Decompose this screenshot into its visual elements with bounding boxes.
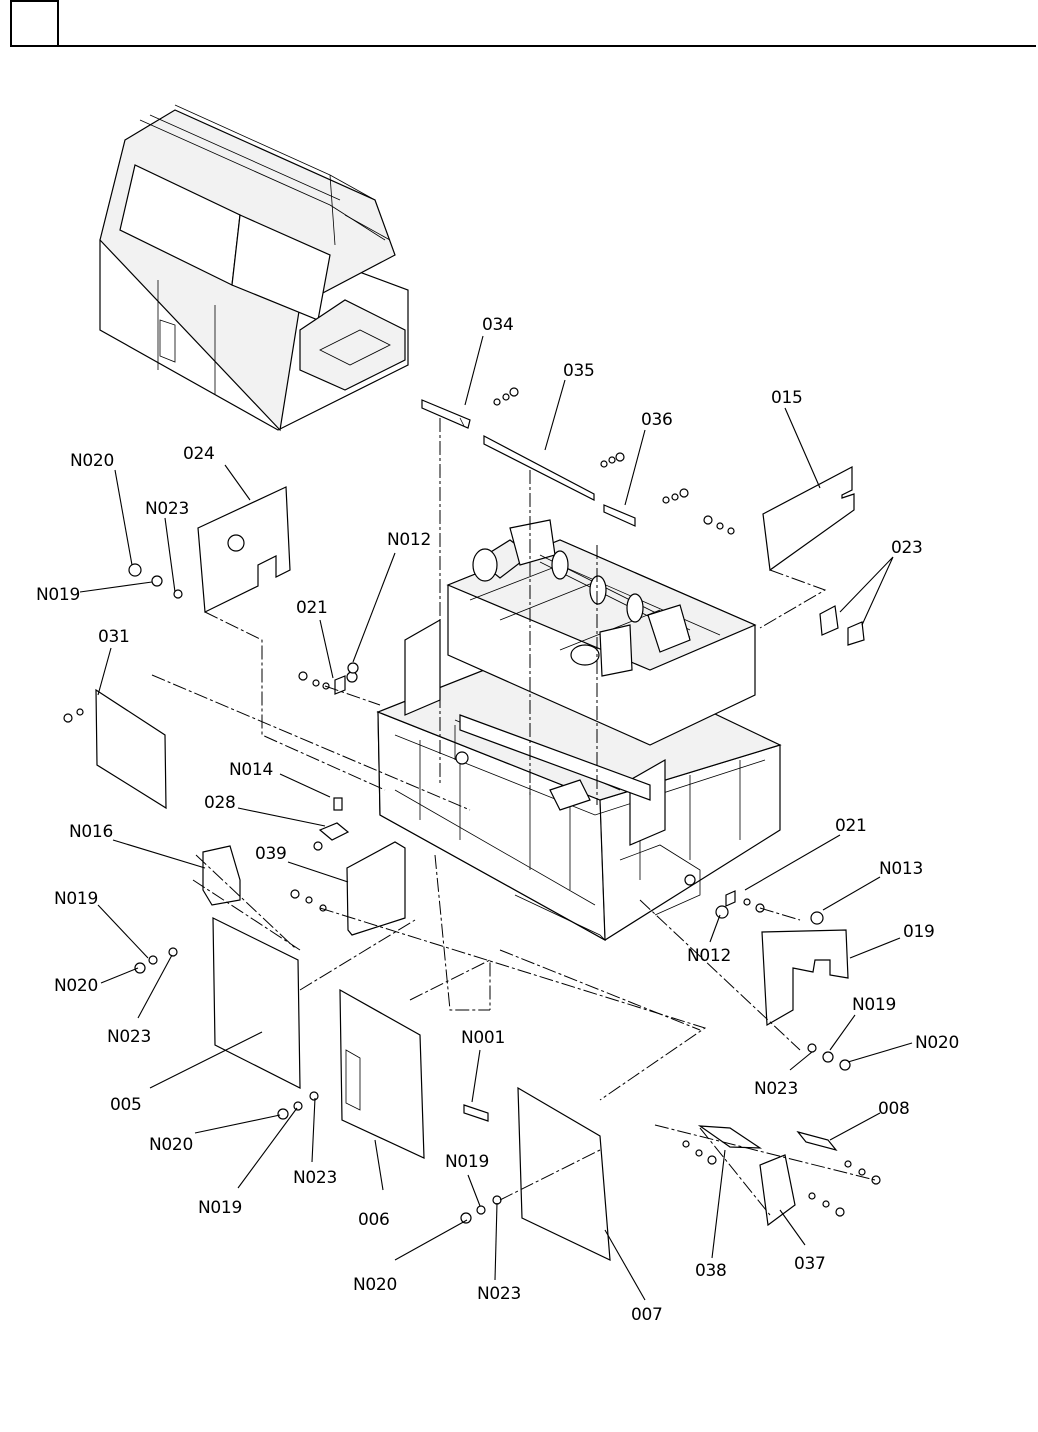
label-n020-e: N020: [353, 1275, 397, 1295]
header-box: [11, 1, 58, 46]
label-037: 037: [794, 1254, 826, 1274]
label-n023-b: N023: [754, 1079, 798, 1099]
label-n016: N016: [69, 822, 113, 842]
label-023: 023: [891, 538, 923, 558]
main-frame-assembly: [378, 520, 780, 940]
bracket-036: [604, 505, 635, 526]
label-028: 028: [204, 793, 236, 813]
label-n019-b: N019: [852, 995, 896, 1015]
label-n020-c: N020: [54, 976, 98, 996]
bracket-038: [700, 1126, 760, 1148]
label-n023-c: N023: [107, 1027, 151, 1047]
panel-005: [213, 918, 300, 1088]
label-005: 005: [110, 1095, 142, 1115]
label-034: 034: [482, 315, 514, 335]
label-n023-a: N023: [145, 499, 189, 519]
label-n012-a: N012: [387, 530, 431, 550]
label-n019-c: N019: [54, 889, 98, 909]
label-n023-d: N023: [293, 1168, 337, 1188]
bracket-037: [760, 1155, 795, 1225]
label-n020-d: N020: [149, 1135, 193, 1155]
label-024: 024: [183, 444, 215, 464]
bracket-023a: [820, 606, 838, 635]
panel-006: [340, 990, 424, 1158]
label-019: 019: [903, 922, 935, 942]
label-006: 006: [358, 1210, 390, 1230]
label-036: 036: [641, 410, 673, 430]
label-039: 039: [255, 844, 287, 864]
label-n020-b: N020: [915, 1033, 959, 1053]
label-n012-b: N012: [687, 946, 731, 966]
label-031: 031: [98, 627, 130, 647]
label-n019-e: N019: [445, 1152, 489, 1172]
label-008: 008: [878, 1099, 910, 1119]
label-021-a: 021: [296, 598, 328, 618]
label-021-b: 021: [835, 816, 867, 836]
panel-007: [518, 1088, 610, 1260]
header-bar: [11, 1, 1036, 46]
label-007: 007: [631, 1305, 663, 1325]
label-n014: N014: [229, 760, 273, 780]
label-n019-a: N019: [36, 585, 80, 605]
label-n019-d: N019: [198, 1198, 242, 1218]
bar-035: [484, 436, 594, 500]
panel-015: [763, 467, 854, 570]
label-n013: N013: [879, 859, 923, 879]
bracket-008: [798, 1132, 836, 1150]
panel-019: [762, 930, 848, 1025]
panel-024: [198, 487, 290, 612]
label-n020-a: N020: [70, 451, 114, 471]
label-035: 035: [563, 361, 595, 381]
label-n001: N001: [461, 1028, 505, 1048]
bracket-023b: [848, 622, 864, 645]
label-n023-e: N023: [477, 1284, 521, 1304]
panel-031: [96, 690, 166, 808]
machine-overview-illustration: [100, 105, 408, 430]
label-038: 038: [695, 1261, 727, 1281]
label-015: 015: [771, 388, 803, 408]
part-n016: [203, 846, 240, 905]
part-n001: [464, 1105, 488, 1121]
panel-039: [347, 842, 405, 935]
